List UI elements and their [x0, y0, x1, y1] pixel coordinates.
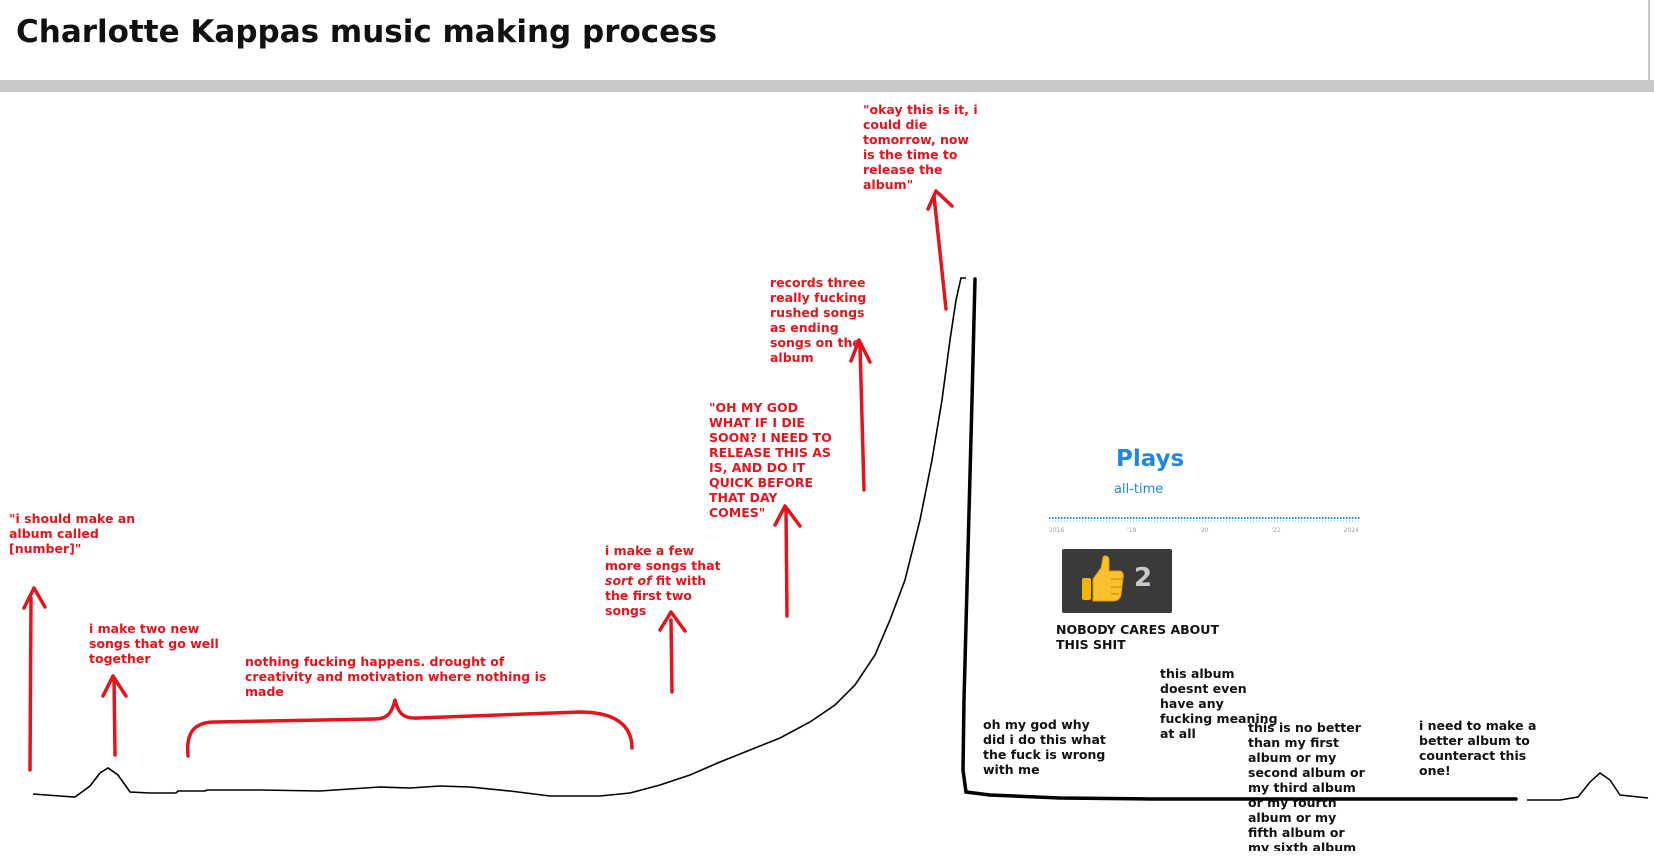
arrow-album-idea: [22, 586, 47, 772]
annotation-drought: nothing fucking happens. drought of crea…: [245, 654, 547, 699]
annotation-no-better: this is no better than my first album or…: [1248, 720, 1365, 851]
plays-axis-label: '18: [1127, 527, 1137, 534]
arrow-rushed: [849, 338, 872, 492]
annotation-few-more-text: i make a few more songs that: [605, 543, 721, 573]
plays-title: Plays: [1116, 446, 1185, 472]
annotation-oh-my-god: "OH MY GOD WHAT IF I DIE SOON? I NEED TO…: [709, 400, 832, 520]
annotation-few-more-end: fit with the first two songs: [605, 573, 707, 618]
annotation-rushed: records three really fucking rushed song…: [770, 275, 867, 365]
like-badge: 2: [1062, 549, 1172, 613]
annotation-nobody: NOBODY CARES ABOUT THIS SHIT: [1056, 622, 1219, 652]
header-edge: [1648, 0, 1650, 80]
like-count: 2: [1134, 563, 1153, 593]
arrow-oh-my-god: [773, 504, 802, 618]
plays-subtitle: all-time: [1114, 482, 1164, 497]
next-cycle-curve: [1527, 772, 1649, 801]
annotation-release: "okay this is it, i could die tomorrow, …: [863, 102, 978, 192]
annotation-counteract: i need to make a better album to counter…: [1419, 718, 1537, 778]
drought-brace: [185, 698, 634, 758]
annotation-meaning: this album doesnt even have any fucking …: [1160, 666, 1278, 741]
arrow-two-songs: [101, 674, 128, 757]
annotation-few-more-emphasis: sort of: [605, 573, 652, 588]
plays-axis-label: 2016: [1049, 527, 1065, 534]
plays-axis-label: '20: [1199, 527, 1209, 534]
plays-axis: 2016 '18 '20 '22 2024: [1049, 527, 1359, 534]
arrow-release: [926, 189, 954, 311]
annotation-two-songs: i make two new songs that go well togeth…: [89, 621, 219, 666]
annotation-few-more: i make a few more songs that sort of fit…: [605, 543, 730, 618]
post-release-drop: [961, 277, 1518, 801]
annotation-no-better-clip: this is no better than my first album or…: [1240, 720, 1370, 851]
motivation-curve: [32, 277, 966, 798]
header-bar: Charlotte Kappas music making process: [0, 0, 1654, 92]
plays-waveform: [1049, 517, 1361, 522]
arrow-few-more: [658, 610, 687, 694]
annotation-album-idea: "i should make an album called [number]": [9, 511, 136, 556]
thumbs-up-icon: [1082, 555, 1124, 602]
plays-axis-label: 2024: [1343, 527, 1359, 534]
plays-axis-label: '22: [1271, 527, 1281, 534]
page-title: Charlotte Kappas music making process: [16, 14, 718, 50]
annotation-why: oh my god why did i do this what the fuc…: [983, 717, 1106, 777]
